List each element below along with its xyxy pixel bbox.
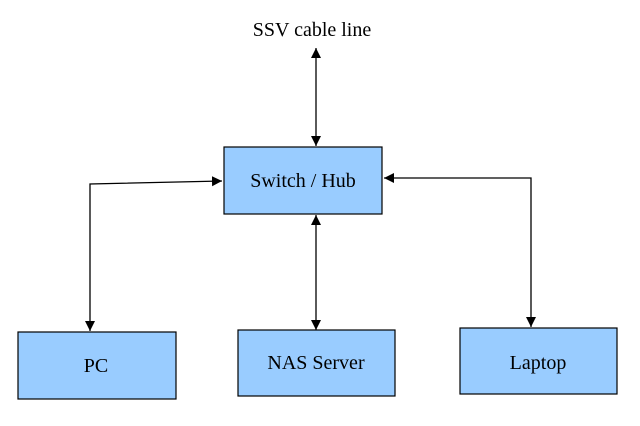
- connector-switch-to-pc: [85, 176, 223, 331]
- nas-server-node: NAS Server: [237, 329, 396, 397]
- connector-switch-to-laptop: [384, 173, 536, 327]
- switch-hub-node: Switch / Hub: [223, 146, 383, 215]
- laptop-node: Laptop: [459, 327, 618, 395]
- pc-box: [17, 331, 177, 400]
- nas-server-box: [237, 329, 396, 397]
- pc-node: PC: [17, 331, 177, 400]
- pc-label: PC: [84, 355, 108, 377]
- laptop-box: [459, 327, 618, 395]
- switch-hub-box: [223, 146, 383, 215]
- laptop-label: Laptop: [510, 352, 567, 374]
- ssv-cable-line-label: SSV cable line: [253, 19, 372, 41]
- nas-server-label: NAS Server: [267, 352, 365, 374]
- switch-hub-label: Switch / Hub: [250, 170, 356, 192]
